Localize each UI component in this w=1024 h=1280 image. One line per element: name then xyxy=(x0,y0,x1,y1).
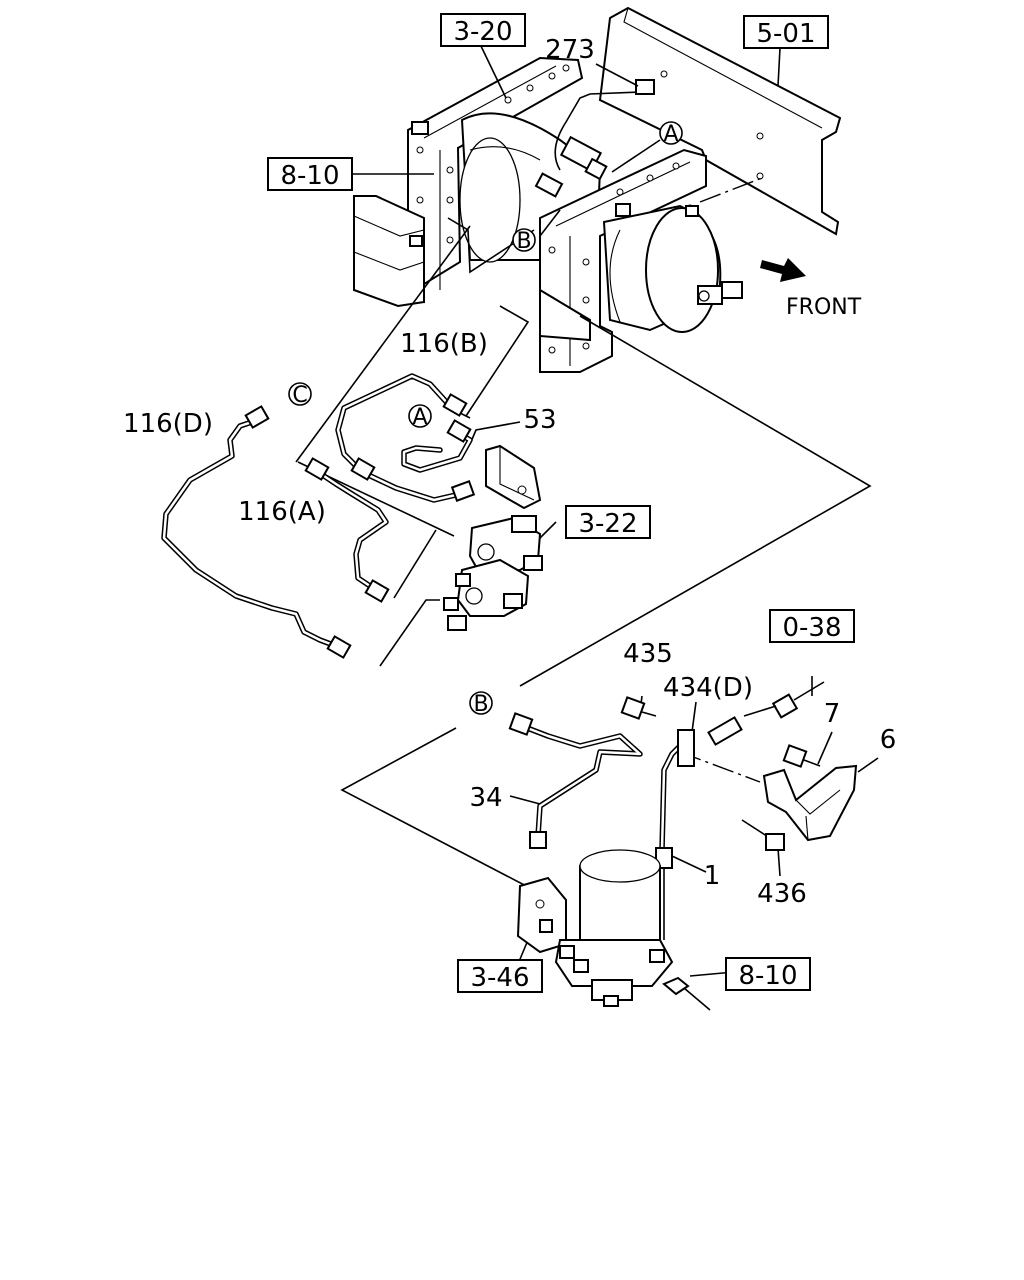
svg-text:C: C xyxy=(292,383,307,408)
harness-1 xyxy=(655,716,743,940)
front-direction-label: FRONT xyxy=(786,295,862,320)
ref-label-8-10-top: 8-10 xyxy=(280,161,339,191)
ref-box-8-10-bottom[interactable]: 8-10 xyxy=(725,957,811,991)
ref-box-5-01[interactable]: 5-01 xyxy=(743,15,829,49)
ref-box-0-38[interactable]: 0-38 xyxy=(769,609,855,643)
ref-label-8-10-bottom: 8-10 xyxy=(738,961,797,991)
pipe-116a xyxy=(304,457,390,603)
ref-box-3-46[interactable]: 3-46 xyxy=(457,959,543,993)
part-label-6: 6 xyxy=(880,725,897,755)
pipe-116d xyxy=(161,405,352,659)
front-arrow-icon xyxy=(760,258,806,282)
svg-text:A: A xyxy=(663,122,678,147)
ref-label-3-20: 3-20 xyxy=(453,17,512,47)
valve-manifold xyxy=(443,515,543,631)
svg-text:B: B xyxy=(516,229,531,254)
part-label-116b: 116(B) xyxy=(400,329,488,359)
part-label-434d: 434(D) xyxy=(663,673,753,703)
part-label-34: 34 xyxy=(469,783,502,813)
leader-lines xyxy=(295,43,879,977)
part-label-436: 436 xyxy=(757,879,807,909)
ref-label-0-38: 0-38 xyxy=(782,613,841,643)
ref-label-5-01: 5-01 xyxy=(756,19,815,49)
marker-b-top: B xyxy=(512,228,536,254)
part-label-1: 1 xyxy=(704,861,721,891)
bolts xyxy=(620,681,825,851)
marker-a-mid: A xyxy=(408,404,432,430)
pipe-116b xyxy=(335,373,476,503)
svg-text:B: B xyxy=(473,692,488,717)
air-dryer xyxy=(516,849,711,1011)
pipe-53 xyxy=(401,419,473,473)
ref-box-3-20[interactable]: 3-20 xyxy=(440,13,526,47)
bracket-6 xyxy=(762,764,858,842)
ref-box-3-22[interactable]: 3-22 xyxy=(565,505,651,539)
part-label-116d: 116(D) xyxy=(123,409,213,439)
svg-text:A: A xyxy=(412,405,427,430)
ref-label-3-22: 3-22 xyxy=(578,509,637,539)
ref-label-3-46: 3-46 xyxy=(470,963,529,993)
marker-c-left: C xyxy=(288,382,312,408)
part-label-435: 435 xyxy=(623,639,673,669)
marker-b-bottom: B xyxy=(469,691,493,717)
part-label-273: 273 xyxy=(545,35,595,65)
marker-a-top: A xyxy=(659,121,683,147)
ref-box-8-10-top[interactable]: 8-10 xyxy=(267,157,353,191)
part-label-53: 53 xyxy=(523,405,556,435)
frame-rail xyxy=(598,6,842,236)
bracket-53 xyxy=(485,444,542,510)
pipe-34 xyxy=(508,712,643,849)
part-label-7: 7 xyxy=(824,699,841,729)
top-fittings xyxy=(409,79,699,247)
part-label-116a: 116(A) xyxy=(238,497,326,527)
